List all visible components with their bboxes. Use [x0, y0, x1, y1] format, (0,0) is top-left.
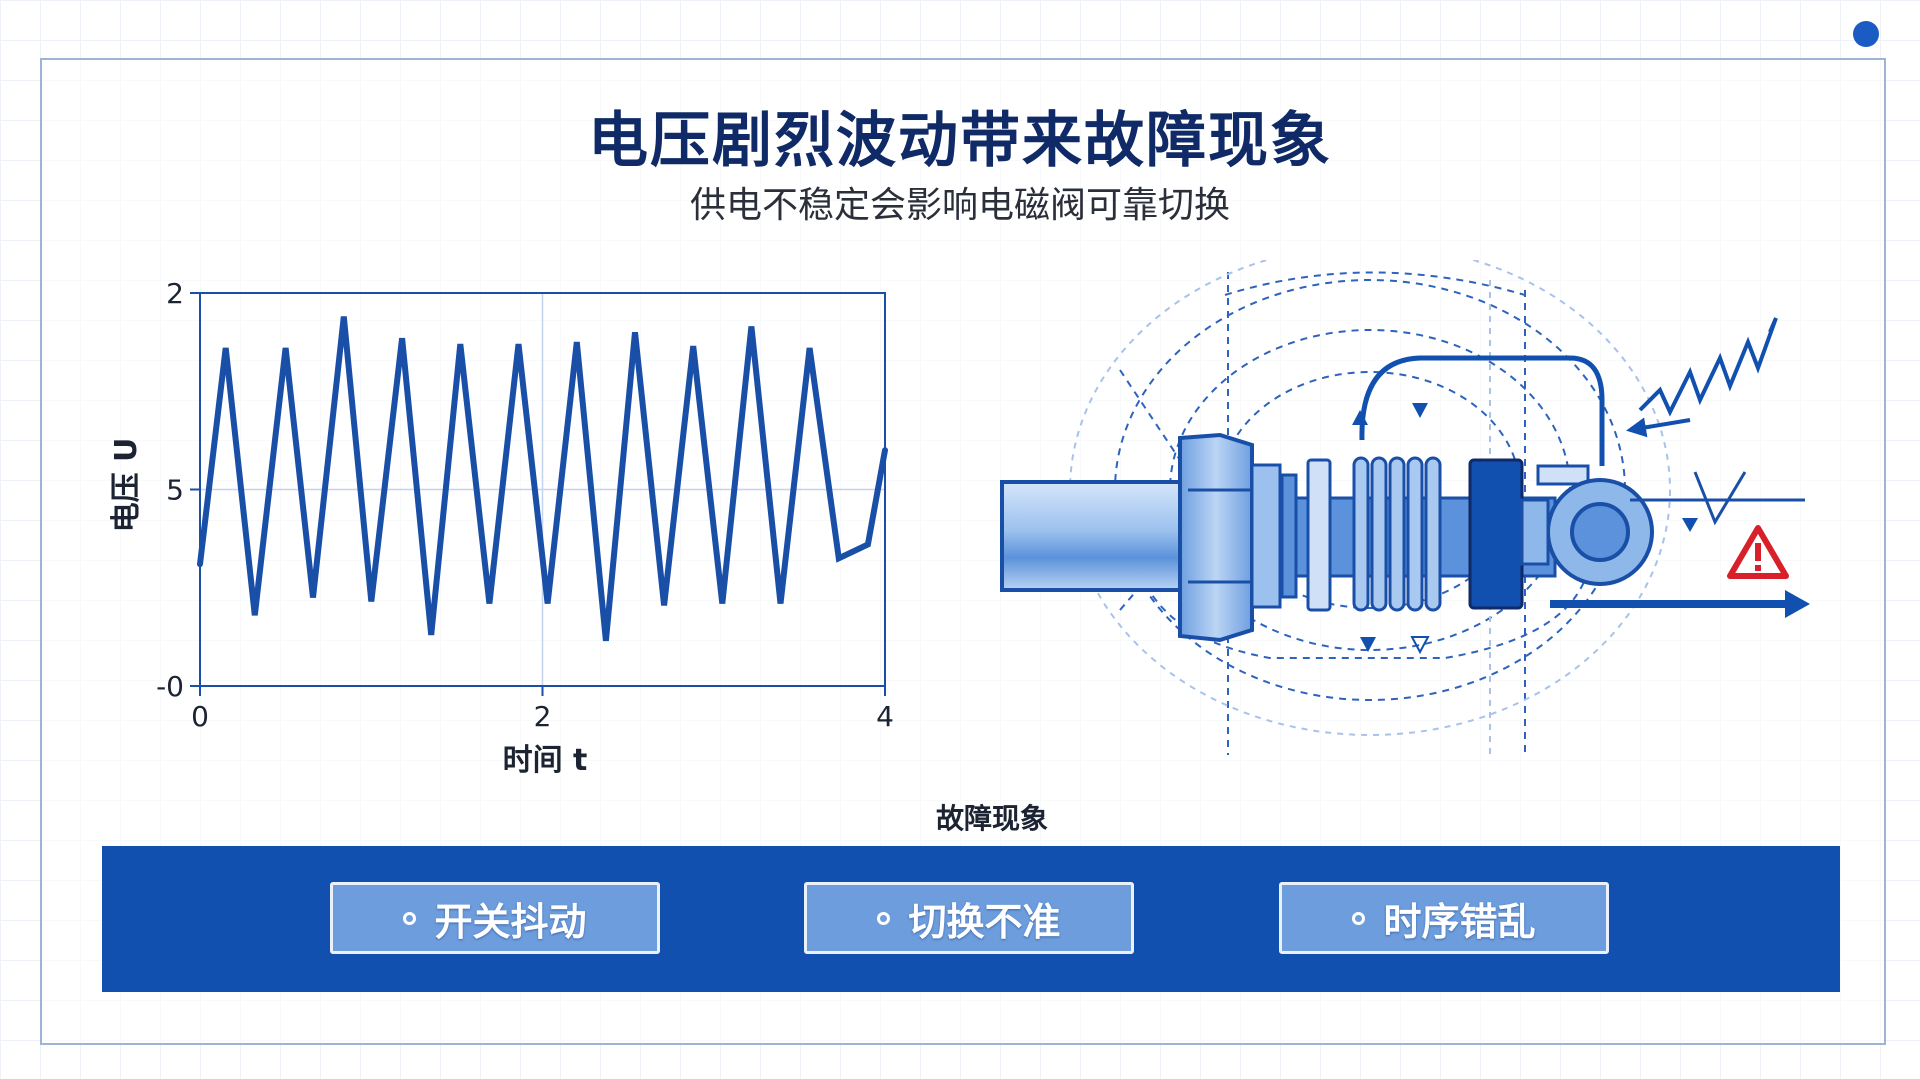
voltage-series-line	[197, 316, 888, 642]
y-axis-label: 电压 U	[109, 438, 144, 533]
solenoid-valve-icon	[1520, 464, 1654, 586]
control-wire	[1359, 355, 1605, 466]
symptom-label: 开关抖动	[434, 899, 587, 944]
x-axis-label: 时间 t	[503, 743, 588, 778]
circle-bullet-icon	[877, 911, 891, 925]
noise-arrow	[1626, 417, 1691, 438]
circle-bullet-icon	[1352, 911, 1366, 925]
circle-bullet-icon	[403, 911, 417, 925]
x-tick-label: 4	[876, 700, 894, 733]
voltage-noise-zigzag	[1638, 317, 1778, 417]
page-subtitle: 供电不稳定会影响电磁阀可靠切换	[689, 185, 1230, 226]
x-tick-label: 2	[534, 700, 552, 733]
page-title: 电压剧烈波动带来故障现象	[588, 106, 1332, 176]
valve-block	[1468, 458, 1524, 610]
symptoms-band: 开关抖动 切换不准 时序错乱	[102, 846, 1840, 992]
y-tick-label: -0	[156, 670, 184, 703]
field-direction-arrows	[1352, 403, 1698, 655]
solenoid-valve-diagram	[1000, 260, 1810, 755]
arrow-right-icon	[1550, 590, 1810, 618]
signal-dip	[1693, 471, 1747, 526]
y-tick-label: 5	[166, 474, 184, 507]
symptom-timing-disorder: 时序错乱	[1279, 882, 1609, 954]
hex-nut	[1178, 432, 1332, 643]
corner-dot	[1853, 21, 1879, 47]
symptom-switch-inaccurate: 切换不准	[804, 882, 1134, 954]
y-tick-label: 2	[166, 277, 184, 310]
symptom-label: 时序错乱	[1383, 899, 1536, 944]
x-tick-label: 0	[191, 700, 209, 733]
voltage-chart: 0 2 4 2 5 -0 时间 t 电压 U	[109, 277, 894, 778]
symptom-switch-jitter: 开关抖动	[330, 882, 660, 954]
inlet-pipe	[1000, 480, 1189, 592]
warning-triangle-icon	[1727, 525, 1789, 579]
coil-icon	[1352, 456, 1442, 612]
symptom-label: 切换不准	[908, 899, 1061, 944]
symptoms-heading: 故障现象	[935, 802, 1048, 835]
